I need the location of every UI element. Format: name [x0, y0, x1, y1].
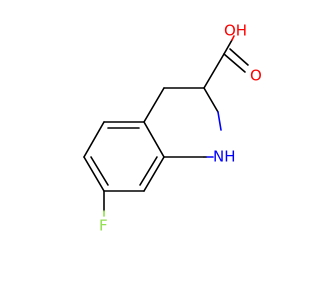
saturated-ring: [143, 87, 222, 158]
bond-oh-label: [231, 35, 235, 41]
bond-c8a-c4a: [143, 121, 165, 158]
bond-carboxyl-oh: [223, 39, 233, 55]
carbonyl-oxygen-label: O: [250, 67, 262, 85]
bond-c6-c7: [83, 156, 105, 192]
bond-carboxyl-o-1: [223, 53, 246, 73]
carboxylic-acid-group: [203, 35, 249, 89]
bond-c5-c6: [83, 121, 105, 158]
aromatic-ring: [83, 121, 165, 192]
amine-label: NH: [213, 148, 236, 166]
hydroxyl-label: OH: [224, 22, 247, 40]
bond-c8-c8a: [143, 156, 165, 192]
bond-c8-c8a-inner: [139, 156, 158, 186]
bond-c3-carboxyl: [203, 53, 225, 89]
bond-c6-c7-inner: [90, 156, 109, 186]
bond-carboxyl-o-2: [229, 48, 249, 66]
molecule-structure: OH O NH F: [83, 22, 262, 235]
bond-c4a-c4: [143, 87, 165, 123]
bond-n2-c3-label: [217, 111, 222, 131]
bond-c3-n2: [203, 87, 219, 113]
fluorine-label: F: [99, 217, 108, 235]
